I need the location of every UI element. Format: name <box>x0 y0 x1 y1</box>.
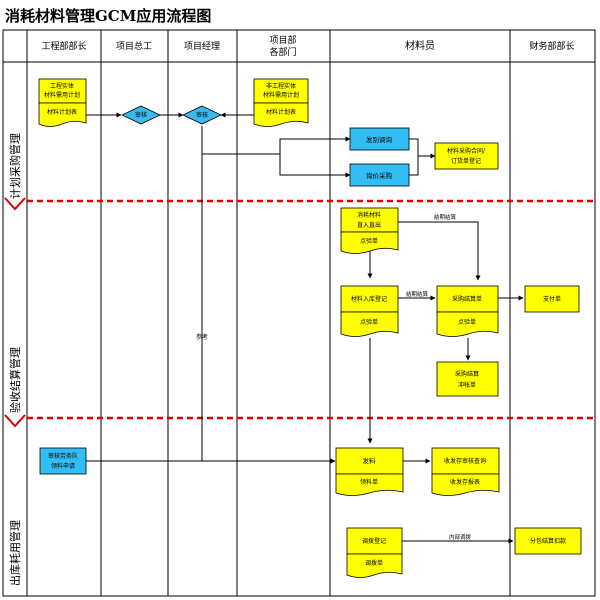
arrow-tender-to-contract <box>409 138 436 159</box>
phase-label-outbound: 出库耗用管理 <box>8 520 22 586</box>
connectors <box>86 112 524 544</box>
phase-label-plan: 计划采购管理 <box>8 133 22 199</box>
svg-text:支付单: 支付单 <box>543 295 561 303</box>
stock-report: 收发存报表 <box>450 478 480 486</box>
stock-query-document: 收发存审核查询 收发存报表 <box>431 447 500 496</box>
diagram-frame <box>2 29 596 597</box>
purchase-settlement-document: 采购结算单 点验单 <box>436 285 499 337</box>
eng-plan-line2: 材料需用计划 <box>44 91 80 99</box>
dept-plan-doc: 材料计划表 <box>266 108 296 116</box>
transfer-document: 调拨登记 调拨单 <box>346 527 403 578</box>
line-review2-down <box>201 126 280 155</box>
label-cycle-settle: 结期结算 <box>434 213 457 221</box>
eng-plan-line1: 工程实体 <box>50 82 74 90</box>
eng-plan-document: 工程实体 材料需用计划 材料计划表 <box>38 78 87 127</box>
label-internal-transfer: 内部调拨 <box>449 533 472 541</box>
svg-text:审核: 审核 <box>135 111 147 119</box>
issue-doc: 领料单 <box>360 478 378 486</box>
transfer-doc: 调拨单 <box>365 559 383 567</box>
svg-text:消耗材料: 消耗材料 <box>357 211 381 219</box>
arrow-to-tender <box>279 136 351 154</box>
inquiry-process: 询价采购 <box>349 163 410 187</box>
svg-text:分包结算扣款: 分包结算扣款 <box>530 537 566 545</box>
review-decision-2: 审核 <box>182 105 222 125</box>
subcontract-settlement-document: 分包结算扣款 <box>514 527 582 555</box>
purchase-doc: 点验单 <box>458 318 476 326</box>
dept-plan-line1: 非工程实体 <box>266 82 296 90</box>
lane-header-finance: 财务部部长 <box>529 40 574 52</box>
svg-text:订货单登记: 订货单登记 <box>451 157 481 165</box>
svg-text:发别调询: 发别调询 <box>366 135 393 144</box>
lane-header-dept-line2: 各部门 <box>269 46 296 58</box>
svg-text:发料: 发料 <box>363 456 377 465</box>
dept-plan-document: 非工程实体 材料需用计划 材料计划表 <box>253 78 309 127</box>
label-reference: 参考 <box>196 333 208 341</box>
phase-label-accept: 验收结算管理 <box>8 347 22 413</box>
svg-text:冲帐单: 冲帐单 <box>458 381 476 389</box>
direct-inout-document: 消耗材料 直入直出 点验单 <box>340 207 399 254</box>
contract-document: 材料采购合同/ 订货单登记 <box>434 142 499 170</box>
svg-text:审核: 审核 <box>196 111 208 119</box>
arrow-direct-to-settle <box>398 221 481 281</box>
tender-process: 发别调询 <box>349 127 410 151</box>
svg-text:领料申请: 领料申请 <box>51 462 75 470</box>
direct-doc: 点验单 <box>360 237 378 245</box>
line-inquiry-to-contract <box>409 156 419 176</box>
page-title: 消耗材料管理GCM应用流程图 <box>5 7 211 25</box>
eng-plan-doc: 材料计划表 <box>47 108 77 116</box>
inbound-registration-document: 材料入库登记 点验单 <box>340 285 399 337</box>
phase-divider-chevron-2 <box>4 414 26 428</box>
svg-text:审核劳务队: 审核劳务队 <box>48 452 78 460</box>
svg-text:询价采购: 询价采购 <box>366 171 393 180</box>
svg-text:材料入库登记: 材料入库登记 <box>351 295 387 303</box>
svg-text:直入直出: 直入直出 <box>357 221 381 229</box>
offset-document: 采购结算 冲帐单 <box>436 361 499 397</box>
lane-header-chief: 项目总工 <box>116 40 152 52</box>
issue-document: 发料 领料单 <box>335 447 404 496</box>
lane-header-engineering: 工程部部长 <box>41 40 86 52</box>
arrow-to-inquiry <box>279 154 351 178</box>
svg-text:收发存审核查询: 收发存审核查询 <box>444 457 486 465</box>
inbound-doc: 点验单 <box>360 318 378 326</box>
svg-text:调拨登记: 调拨登记 <box>362 537 386 545</box>
svg-text:材料采购合同/: 材料采购合同/ <box>447 147 486 155</box>
lane-header-dept-line1: 项目部 <box>269 34 296 46</box>
label-cycle-settle-2: 结期结算 <box>406 290 429 298</box>
svg-text:采购结算单: 采购结算单 <box>452 295 482 303</box>
dept-plan-line2: 材料需用计划 <box>263 91 299 99</box>
phase-divider-chevron-1 <box>4 197 26 211</box>
review-decision-1: 审核 <box>121 105 161 125</box>
lane-header-manager: 项目经理 <box>184 40 220 52</box>
svg-text:采购结算: 采购结算 <box>455 370 479 378</box>
lane-header-material: 材料员 <box>405 39 435 52</box>
payment-document: 支付单 <box>524 285 580 313</box>
labor-request-process: 审核劳务队 领料申请 <box>39 447 87 475</box>
